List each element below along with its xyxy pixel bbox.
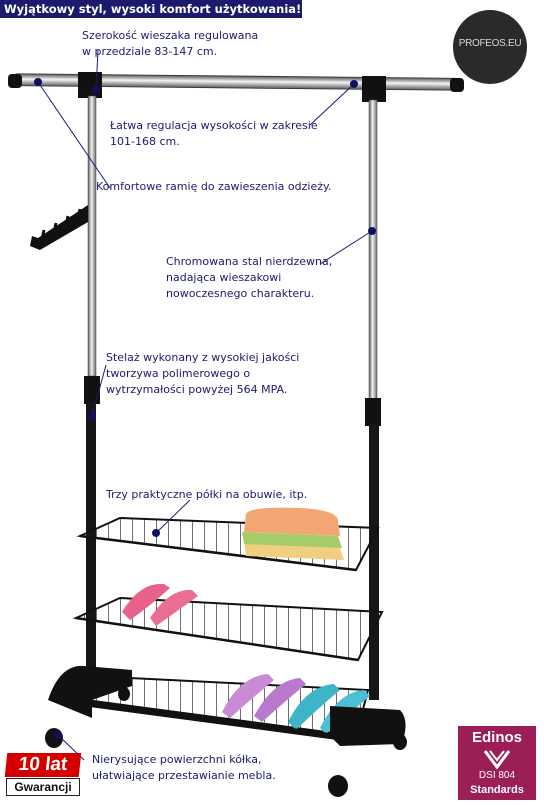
caption-arm: Komfortowe ramię do zawieszenia odzieży. [96,179,331,195]
caption-line: nowoczesnego charakteru. [166,287,315,300]
towels [242,507,344,560]
left-chrome-pole [87,95,97,377]
brand-logo-circle [453,10,527,84]
caption-shelves: Trzy praktyczne półki na obuwie, itp. [106,487,307,503]
caption-frame: Stelaż wykonany z wysokiej jakości tworz… [106,350,299,398]
caption-line: Nierysujące powierzchni kółka, [92,753,262,766]
caption-line: Łatwa regulacja wysokości w zakresie [110,119,318,132]
certificate-badge: Edinos DSI 804 Standards [458,726,536,800]
caption-wheels: Nierysujące powierzchni kółka, ułatwiają… [92,752,276,784]
caption-width: Szerokość wieszaka regulowana w przedzia… [82,28,258,60]
top-bar [8,72,464,102]
right-chrome-pole [368,99,378,401]
caption-line: w przedziale 83-147 cm. [82,45,218,58]
certificate-brand: Edinos [471,729,522,746]
caption-line: Komfortowe ramię do zawieszenia odzieży. [96,180,332,193]
pink-shoes [122,583,198,626]
caption-line: Trzy praktyczne półki na obuwie, itp. [106,488,308,501]
caption-line: nadająca wieszakowi [166,271,282,284]
caption-line: 101-168 cm. [110,135,180,148]
certificate-label: Standards [470,784,524,796]
right-black-pole [369,424,379,700]
callout-dots [34,78,376,739]
headline-banner: Wyjątkowy styl, wysoki komfort użytkowan… [0,0,302,18]
certificate-code: DSI 804 [478,770,516,781]
caption-line: Chromowana stal nierdzewna, [166,255,333,268]
caption-line: Stelaż wykonany z wysokiej jakości [106,351,300,364]
warranty-years: 10 lat [4,753,82,777]
caption-line: tworzywa polimerowego o [106,367,251,380]
caption-chrome: Chromowana stal nierdzewna, nadająca wie… [166,254,332,302]
caption-height: Łatwa regulacja wysokości w zakresie 101… [110,118,318,150]
brand-logo-text: PROFEOS.EU [458,38,522,49]
caption-line: wytrzymałości powyżej 564 MPA. [106,383,288,396]
caption-line: ułatwiające przestawianie mebla. [92,769,276,782]
shelf-middle [72,596,384,662]
checkmark-icon [483,750,511,770]
warranty-badge: 10 lat Gwarancji [4,753,82,797]
hanging-arm [30,205,88,250]
caption-line: Szerokość wieszaka regulowana [82,29,259,42]
left-black-pole [86,402,96,692]
warranty-label: Gwarancji [6,778,80,796]
